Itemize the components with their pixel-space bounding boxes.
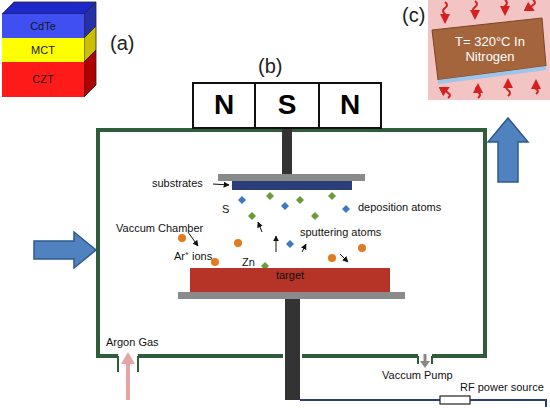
- anneal-background: [428, 0, 550, 100]
- heat-arrows: [443, 0, 538, 98]
- resistor-symbol: [440, 396, 470, 404]
- leader-line: [213, 184, 229, 185]
- magnet-pole: N: [318, 82, 382, 129]
- target-plate: [178, 292, 405, 299]
- node-text: S: [278, 89, 297, 121]
- node-text: CdTe: [30, 20, 56, 33]
- panel-label: (c): [402, 4, 425, 27]
- node-text: CZT: [32, 73, 53, 86]
- part-label: substrates: [152, 177, 203, 190]
- rf-wire: [300, 400, 546, 407]
- part-label: Argon Gas: [106, 336, 159, 349]
- slab-substrate: [438, 68, 546, 82]
- anneal-condition: T= 320°C In Nitrogen: [451, 30, 529, 70]
- substrate-holder: [218, 174, 365, 181]
- target-rod: [285, 299, 300, 400]
- node-text: target: [276, 269, 304, 282]
- part-label: Vaccum Pump: [382, 369, 453, 382]
- node-text: N: [340, 89, 360, 121]
- sputter-target: target: [190, 268, 390, 292]
- layer-band: CZT: [2, 62, 84, 97]
- layer-band: CdTe: [2, 14, 84, 38]
- atom-label: S: [222, 203, 229, 216]
- part-label: sputtering atoms: [300, 226, 381, 239]
- part-label: Ar⁺ ions: [174, 250, 212, 263]
- process-arrow: [34, 232, 96, 268]
- gas-inlet-arrow: [121, 352, 135, 364]
- vacuum-chamber: Vaccum Chamber target: [98, 130, 485, 356]
- node-text: T= 320°C In Nitrogen: [451, 35, 529, 65]
- panel-label: (a): [110, 32, 134, 55]
- part-label: RF power source: [460, 381, 544, 394]
- holder-rod: [282, 128, 292, 175]
- panel-label: (b): [258, 55, 282, 78]
- atom-label: Zn: [242, 256, 255, 269]
- magnet-pole: S: [254, 82, 320, 129]
- pump-arrow: [420, 361, 430, 368]
- layer-cube: [2, 2, 96, 97]
- substrate: [232, 181, 352, 190]
- gas-inlet-arrow: [126, 362, 130, 400]
- pump-arrow: [424, 354, 427, 362]
- node-text: Vaccum Chamber: [116, 222, 203, 235]
- layer-band: MCT: [2, 38, 84, 62]
- magnet-pole: N: [192, 82, 256, 129]
- process-arrow: [488, 118, 528, 182]
- part-label: deposition atoms: [358, 201, 441, 214]
- node-text: N: [214, 89, 234, 121]
- node-text: MCT: [31, 44, 55, 57]
